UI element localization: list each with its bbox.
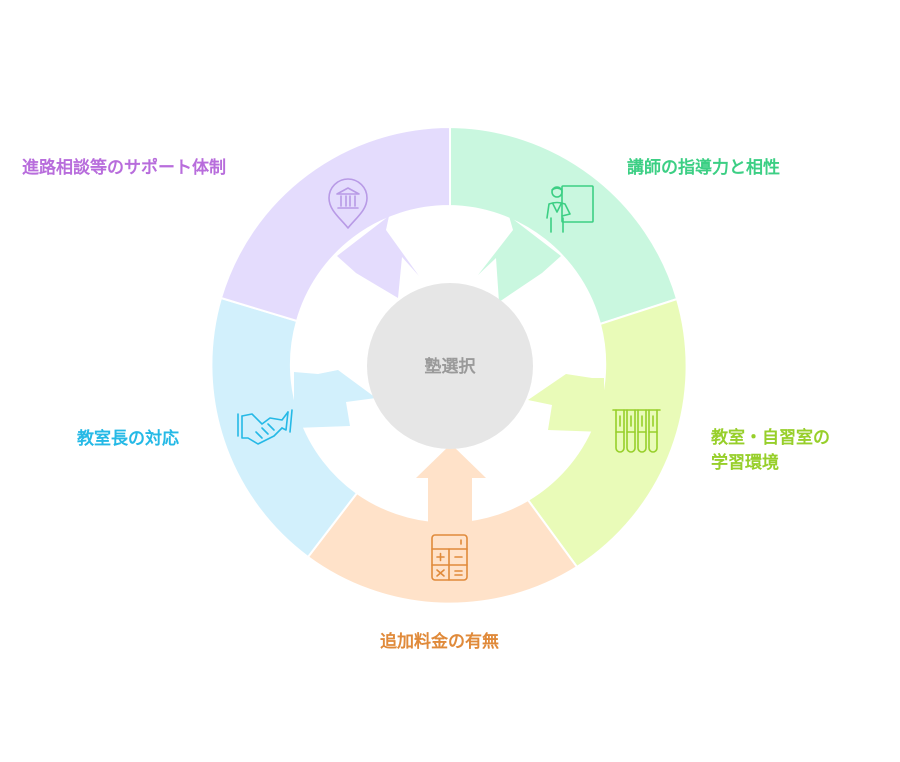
test-tubes-icon: [612, 409, 661, 453]
label-manager: 教室長の対応: [77, 429, 179, 449]
institution-pin-icon: [328, 178, 368, 229]
segment-career: [219, 125, 451, 323]
arrow-environment: [528, 374, 604, 432]
center-circle: [367, 283, 533, 449]
label-environment-line1: 教室・自習室の: [711, 428, 830, 448]
label-fees: 追加料金の有無: [380, 632, 499, 652]
arrow-manager: [294, 370, 376, 428]
segment-manager: [210, 296, 359, 559]
handshake-icon: [237, 409, 293, 445]
label-career: 進路相談等のサポート体制: [22, 158, 226, 178]
teacher-at-board-icon: [546, 185, 594, 233]
segment-environment: [526, 297, 688, 569]
arrow-career: [337, 216, 419, 298]
arrow-teacher: [478, 216, 561, 302]
center-label: 塾選択: [425, 356, 477, 377]
calculator-icon: [431, 534, 468, 581]
label-environment-line2: 学習環境: [711, 453, 779, 473]
arrow-fees: [416, 444, 486, 524]
label-teacher: 講師の指導力と相性: [627, 158, 780, 178]
